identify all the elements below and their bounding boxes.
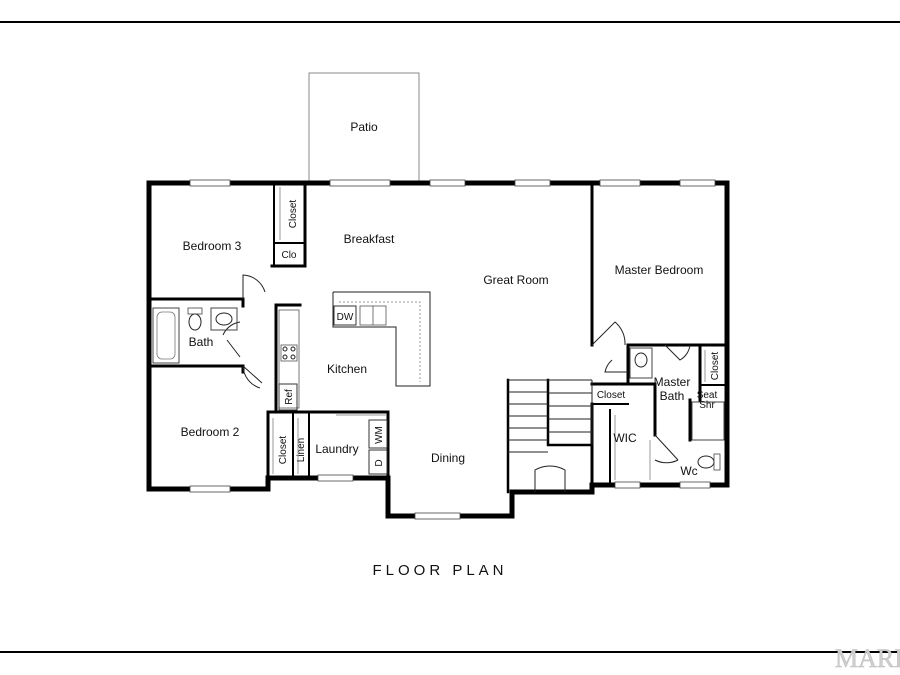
- watermark-text: MARI: [835, 644, 900, 673]
- clo-label: Clo: [281, 250, 296, 261]
- windows: [189, 179, 716, 520]
- exterior-walls: [146, 180, 730, 519]
- linen-label: Linen: [296, 438, 307, 462]
- kitchen-counters: [278, 291, 431, 411]
- laundry-machines: [336, 414, 388, 475]
- master-bedroom-label: Master Bedroom: [615, 263, 704, 277]
- washing-machine-label: WM: [374, 426, 385, 444]
- dining-label: Dining: [431, 451, 465, 465]
- floor-plan-title: FLOOR PLAN: [372, 562, 507, 579]
- dryer-label: D: [374, 459, 385, 466]
- stairs: [506, 378, 594, 494]
- interior-walls: [149, 183, 727, 487]
- closet-bedroom-3-label: Closet: [288, 200, 299, 229]
- door-swings: [222, 274, 691, 492]
- bath-fixtures: [152, 307, 725, 471]
- bedroom-3-label: Bedroom 3: [183, 239, 242, 253]
- master-bath-label-line1: Master: [654, 375, 691, 389]
- bath-label: Bath: [189, 335, 214, 349]
- shower-label: Shr: [699, 400, 715, 411]
- closet-bedroom-2-label: Closet: [278, 436, 289, 465]
- kitchen-label: Kitchen: [327, 362, 367, 376]
- dishwasher-label: DW: [337, 312, 354, 323]
- patio-label: Patio: [350, 120, 378, 134]
- bedroom-2-label: Bedroom 2: [181, 425, 240, 439]
- closet-hall-label: Closet: [597, 390, 626, 401]
- wc-label: Wc: [680, 464, 697, 478]
- great-room-label: Great Room: [483, 273, 548, 287]
- seat-label: Seat: [697, 390, 718, 401]
- refrigerator-label: Ref: [284, 389, 295, 405]
- closet-shelves: [272, 187, 706, 480]
- wic-label: WIC: [613, 431, 637, 445]
- closet-master-label: Closet: [710, 352, 721, 381]
- laundry-label: Laundry: [315, 442, 358, 456]
- master-bath-label-line2: Bath: [660, 389, 685, 403]
- breakfast-label: Breakfast: [344, 232, 395, 246]
